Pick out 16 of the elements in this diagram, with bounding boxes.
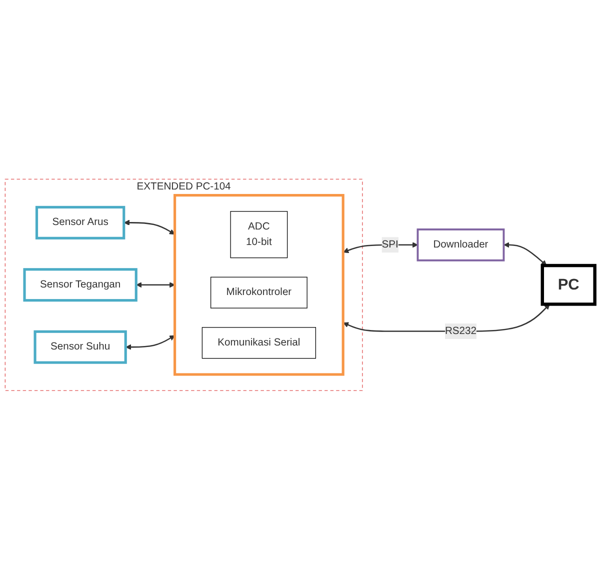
node-box: Komunikasi Serial	[202, 327, 316, 359]
node-box: ADC 10-bit	[230, 211, 288, 258]
arrow	[136, 282, 176, 288]
arrow	[126, 335, 176, 350]
arrow	[124, 220, 176, 235]
edge-label: SPI	[382, 239, 398, 250]
arrow	[343, 242, 418, 254]
node-box: Mikrokontroler	[210, 276, 308, 309]
node-box: Sensor Tegangan	[23, 268, 138, 302]
node-box: Sensor Suhu	[34, 330, 127, 364]
node-box: Downloader	[416, 228, 505, 262]
node-box: Sensor Arus	[35, 206, 126, 240]
edge-label: RS232	[444, 326, 476, 337]
node-box: PC	[540, 264, 596, 306]
arrow	[504, 242, 547, 266]
cluster	[174, 194, 344, 376]
